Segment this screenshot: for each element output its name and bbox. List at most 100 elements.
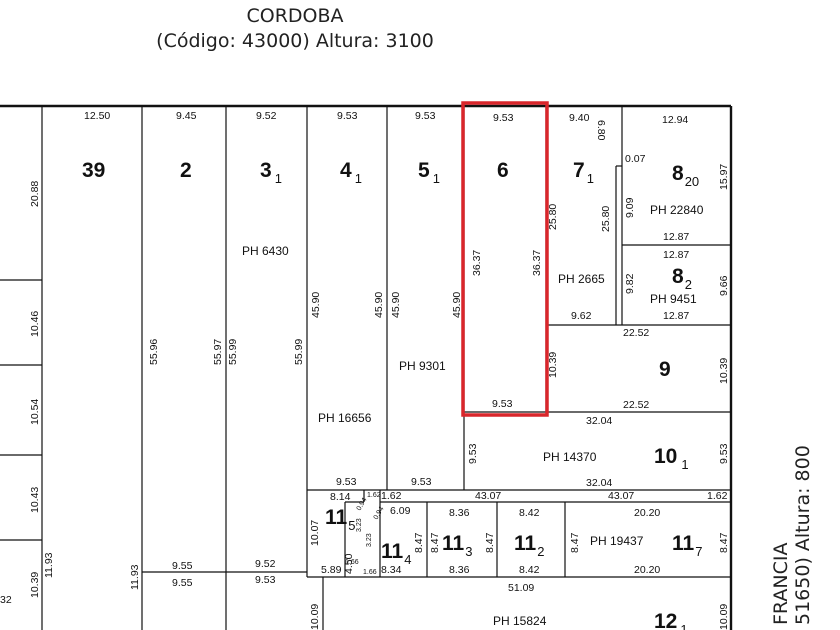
ph-label: PH 9301: [399, 359, 446, 373]
lot-number: 112: [514, 532, 544, 559]
dimension: 51.09: [508, 582, 534, 594]
dimension: 8.36: [449, 507, 470, 519]
dimension: 10.39: [29, 572, 41, 598]
dimension: 8.47: [413, 532, 425, 553]
dimension: 0.07: [625, 153, 646, 165]
lot-number: 820: [672, 162, 699, 189]
dimension: 9.53: [255, 574, 276, 586]
dimension: 22.52: [623, 399, 649, 411]
dimension: 45.90: [451, 292, 463, 318]
dimension: 10.43: [29, 487, 41, 513]
dimension: 9.53: [718, 443, 730, 464]
dimension: 12.50: [84, 110, 110, 122]
dimension: 45.90: [373, 292, 385, 318]
dimension: 20.20: [634, 507, 660, 519]
ph-label: PH 2665: [558, 272, 605, 286]
dimension: 9.53: [337, 110, 358, 122]
lot-number: 39: [82, 159, 105, 182]
dimension: 10.46: [29, 311, 41, 337]
highlighted-lot-6[interactable]: [461, 101, 549, 417]
dimension: 32: [0, 594, 12, 606]
lot-number: 9: [659, 358, 671, 381]
dimension: 10.54: [29, 399, 41, 425]
dimension: 9.53: [493, 112, 514, 124]
dimension: 9.66: [718, 275, 730, 296]
dimension: 1.66: [345, 559, 359, 566]
ph-label: PH 9451: [650, 292, 697, 306]
lot-number: 113: [442, 532, 472, 559]
dimension: 15.97: [718, 164, 730, 190]
dimension: 43.07: [608, 490, 634, 502]
dimension: 36.37: [471, 250, 483, 276]
dimension: 8.47: [718, 532, 730, 553]
dimension: 1.62: [367, 492, 381, 499]
dimension: 9.45: [176, 110, 197, 122]
dimension: 25.80: [547, 204, 559, 230]
dimension: 45.90: [390, 292, 402, 318]
dimension: 1.62: [381, 490, 402, 502]
dimension: 9.53: [415, 110, 436, 122]
dimension: 11.93: [129, 564, 141, 590]
dimension: 20.88: [29, 181, 41, 207]
dimension: 9.52: [255, 558, 276, 570]
dimension: 5.89: [321, 564, 342, 576]
ph-label: PH 15824: [493, 614, 547, 628]
lot-number: 114: [381, 540, 411, 567]
dimension: 55.99: [227, 339, 239, 365]
dimension: 1.62: [707, 490, 728, 502]
dimension: 8.14: [330, 491, 351, 503]
dimension: 9.82: [624, 273, 636, 294]
dimension: 9.55: [172, 560, 193, 572]
dimension: 8.36: [449, 564, 470, 576]
dimension: 55.99: [293, 339, 305, 365]
lot-number: 117: [672, 532, 702, 559]
dimension: 8.47: [484, 532, 496, 553]
ph-label: PH 22840: [650, 203, 704, 217]
dimension: 9.53: [336, 476, 357, 488]
dimension: 0.94: [373, 506, 386, 521]
dimension: 36.37: [531, 250, 543, 276]
ph-label: PH 14370: [543, 450, 597, 464]
dimension: 9.40: [569, 112, 590, 124]
dimension: 10.07: [309, 520, 321, 546]
dimension: 9.53: [411, 476, 432, 488]
dimension: 10.09: [718, 604, 730, 630]
dimension: 9.62: [571, 310, 592, 322]
dimension: 55.97: [212, 339, 224, 365]
dimension: 45.90: [310, 292, 322, 318]
dimension: 32.04: [586, 477, 612, 489]
dimension: 9.53: [492, 398, 513, 410]
lot-number: 2: [180, 159, 192, 182]
dimension: 20.20: [634, 564, 660, 576]
dimension: 4.50: [343, 553, 355, 574]
dimension: 9.55: [172, 577, 193, 589]
dimension: 12.87: [663, 231, 689, 243]
street-detail: (Código: 43000) Altura: 3100: [156, 30, 434, 52]
dimension: 32.04: [586, 415, 612, 427]
dimension: 6.80: [595, 120, 607, 141]
dimension: 9.53: [467, 443, 479, 464]
dimension: 43.07: [475, 490, 501, 502]
ph-label: PH 6430: [242, 244, 289, 258]
dimension: 12.87: [663, 249, 689, 261]
lot-number: 6: [497, 159, 509, 182]
dimension: 11.93: [43, 552, 55, 578]
lot-number: 82: [672, 265, 692, 292]
dimension: 8.42: [519, 507, 540, 519]
dimension: 8.47: [429, 532, 441, 553]
lot-number: 115: [325, 506, 355, 533]
street-name: CORDOBA: [246, 5, 344, 27]
dimension: 25.80: [600, 206, 612, 232]
dimension: 12.87: [663, 310, 689, 322]
dimension: 55.96: [148, 339, 160, 365]
dimension: 10.39: [718, 358, 730, 384]
dimension: 12.94: [662, 114, 688, 126]
ph-label: PH 16656: [318, 411, 372, 425]
ph-label: PH 19437: [590, 534, 644, 548]
